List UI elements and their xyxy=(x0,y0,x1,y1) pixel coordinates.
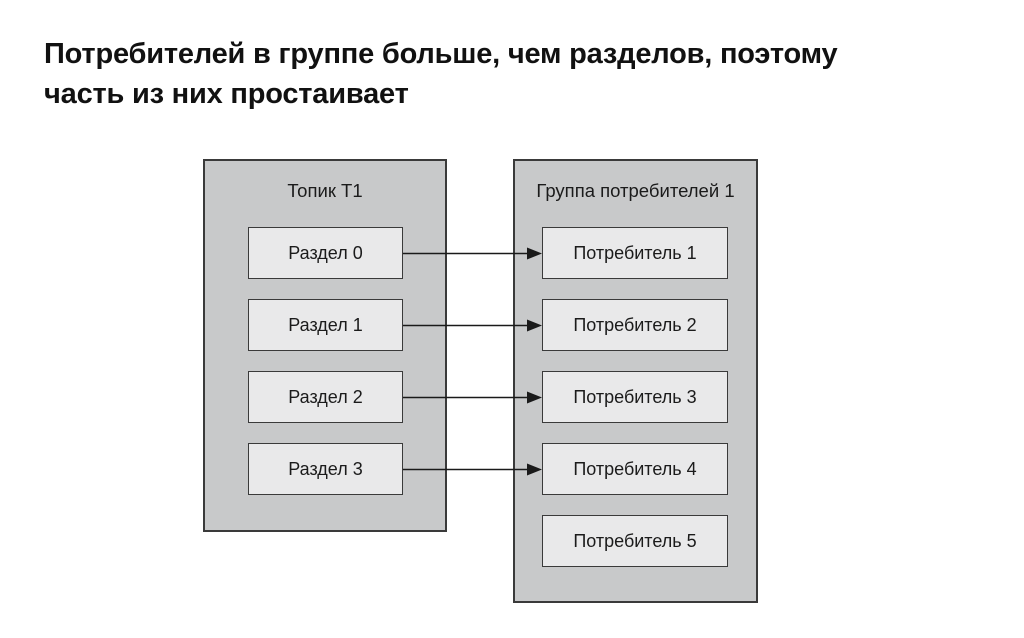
partition-box-3: Раздел 3 xyxy=(248,443,403,495)
arrow-partition1-to-consumer2 xyxy=(403,319,542,332)
figure-title-line1: Потребителей в группе больше, чем раздел… xyxy=(44,38,838,70)
topic-label: Топик Т1 xyxy=(287,180,363,201)
arrow-partition3-to-consumer4 xyxy=(403,463,542,476)
consumer-box-5: Потребитель 5 xyxy=(542,515,728,567)
figure-title: Потребителей в группе больше, чем раздел… xyxy=(44,34,984,114)
arrow-partition0-to-consumer1 xyxy=(403,247,542,260)
figure-title-line2: часть из них простаивает xyxy=(44,78,409,110)
consumer-box-3: Потребитель 3 xyxy=(542,371,728,423)
arrow-partition2-to-consumer3 xyxy=(403,391,542,404)
consumer-group-container: Группа потребителей 1 Потребитель 1 Потр… xyxy=(513,159,758,603)
partition-box-2: Раздел 2 xyxy=(248,371,403,423)
consumer-box-2: Потребитель 2 xyxy=(542,299,728,351)
partition-box-1: Раздел 1 xyxy=(248,299,403,351)
consumer-box-1: Потребитель 1 xyxy=(542,227,728,279)
consumer-group-label: Группа потребителей 1 xyxy=(536,180,735,201)
partition-box-0: Раздел 0 xyxy=(248,227,403,279)
consumer-box-4: Потребитель 4 xyxy=(542,443,728,495)
topic-container: Топик Т1 Раздел 0 Раздел 1 Раздел 2 Разд… xyxy=(203,159,447,532)
